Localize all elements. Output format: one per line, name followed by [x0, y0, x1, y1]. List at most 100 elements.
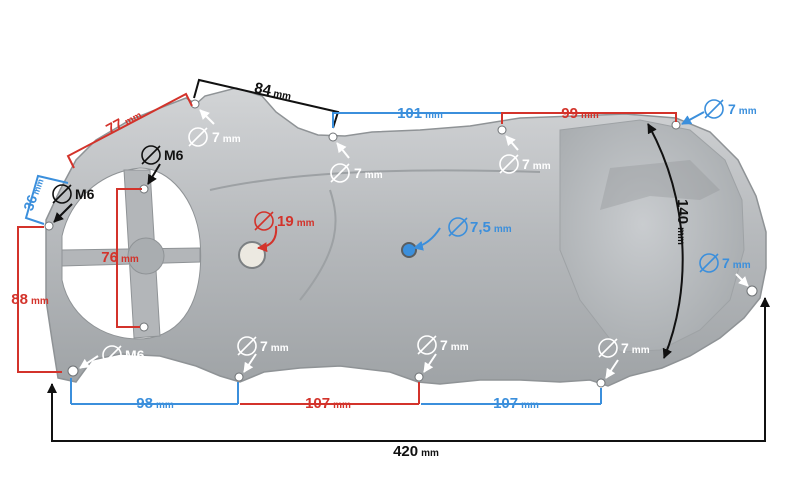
hole-inner-76: [139, 322, 149, 332]
diameter-icon: [141, 145, 161, 165]
leader-m6-bottom: [79, 355, 99, 369]
label-84: 84mm: [253, 79, 293, 103]
label-84-unit: mm: [272, 88, 292, 102]
diameter-icon: [188, 127, 208, 147]
hole-label-m6-left: M6: [75, 186, 95, 202]
leader-h7-top-right: [505, 135, 519, 151]
hole-top-left: [190, 99, 200, 109]
hole-bottom-1: [234, 372, 244, 382]
label-84-value: 84: [253, 79, 273, 99]
label-420-unit: mm: [421, 448, 439, 459]
hole-top-mid: [328, 132, 338, 142]
hole-label-m6-bottom: M6: [125, 347, 145, 363]
hole-label-unit: mm: [451, 342, 469, 353]
dim-line-99: [501, 112, 677, 124]
hole-far-right-top: [671, 120, 681, 130]
dim-line-36: [24, 174, 69, 225]
label-140: 140 mm: [674, 199, 691, 245]
hole-label-value: 7: [354, 165, 362, 181]
hole-label-value: M6: [75, 186, 95, 202]
leader-h7-bottom-3: [605, 359, 619, 379]
hole-m6-bottom: [67, 365, 79, 377]
leader-h7-bottom-1: [243, 353, 257, 373]
hole-19mm: [238, 241, 266, 269]
label-36-value: 36: [20, 193, 40, 213]
label-101-value: 101: [397, 105, 422, 122]
label-107b-unit: mm: [521, 400, 539, 411]
leader-d19: [257, 225, 278, 253]
label-420-value: 420: [393, 443, 418, 460]
label-101-unit: mm: [425, 110, 443, 121]
hole-bottom-2: [414, 372, 424, 382]
hole-label-value: 7: [722, 255, 730, 271]
hole-label-value: 7: [440, 337, 448, 353]
hole-label-value: 7: [621, 340, 629, 356]
diameter-icon: [237, 336, 257, 356]
label-107a-unit: mm: [333, 400, 351, 411]
diameter-symbols: [52, 99, 724, 365]
label-99-value: 99: [561, 105, 578, 122]
leader-d7-5: [413, 227, 441, 251]
label-420-bg: [384, 442, 448, 460]
label-140-unit: mm: [675, 227, 686, 245]
dim-line-88: [17, 226, 62, 373]
hole-label-unit: mm: [297, 218, 315, 229]
hole-label-value: 7,5: [470, 219, 491, 236]
diameter-icon: [102, 345, 122, 365]
hole-top-right: [497, 125, 507, 135]
hole-label-unit: mm: [733, 260, 751, 271]
label-107a-value: 107: [305, 395, 330, 412]
left-hub: [127, 237, 165, 275]
diameter-icon: [699, 253, 719, 273]
label-76-unit: mm: [121, 254, 139, 265]
label-88-unit: mm: [31, 296, 49, 307]
hole-label-unit: mm: [632, 345, 650, 356]
leader-h7-far-right-top: [681, 111, 705, 125]
hole-label-value: M6: [164, 147, 184, 163]
hole-label-m6-upper: M6: [164, 147, 184, 163]
diameter-icon: [448, 217, 468, 237]
hole-label-value: 7: [522, 156, 530, 172]
leader-h7-bottom-2: [423, 353, 437, 373]
label-36: 36mm: [20, 176, 47, 213]
hole-label-value: 7: [728, 101, 736, 117]
hole-label-unit: mm: [223, 134, 241, 145]
hole-label-value: 7: [212, 129, 220, 145]
diameter-icon: [704, 99, 724, 119]
hole-7-5mm: [401, 242, 417, 258]
label-98-unit: mm: [156, 400, 174, 411]
diameter-icon: [254, 211, 274, 231]
diameter-icon: [499, 154, 519, 174]
label-76-value: 76: [101, 249, 118, 266]
hole-right-end: [746, 285, 758, 297]
hole-label-unit: mm: [739, 106, 757, 117]
label-140-value: 140: [674, 199, 691, 224]
leader-m6-left: [53, 203, 73, 223]
diameter-icon: [330, 163, 350, 183]
leader-h7-top-left: [199, 109, 215, 125]
diameter-icon: [52, 184, 72, 204]
leader-m6-upper: [147, 163, 161, 185]
hole-label-value: 19: [277, 213, 294, 230]
leader-h7-right-end: [735, 273, 749, 287]
dim-line-84: [193, 78, 340, 129]
dimension-lines: [17, 78, 770, 442]
dim-line-420: [47, 297, 770, 442]
hole-bottom-3: [596, 378, 606, 388]
